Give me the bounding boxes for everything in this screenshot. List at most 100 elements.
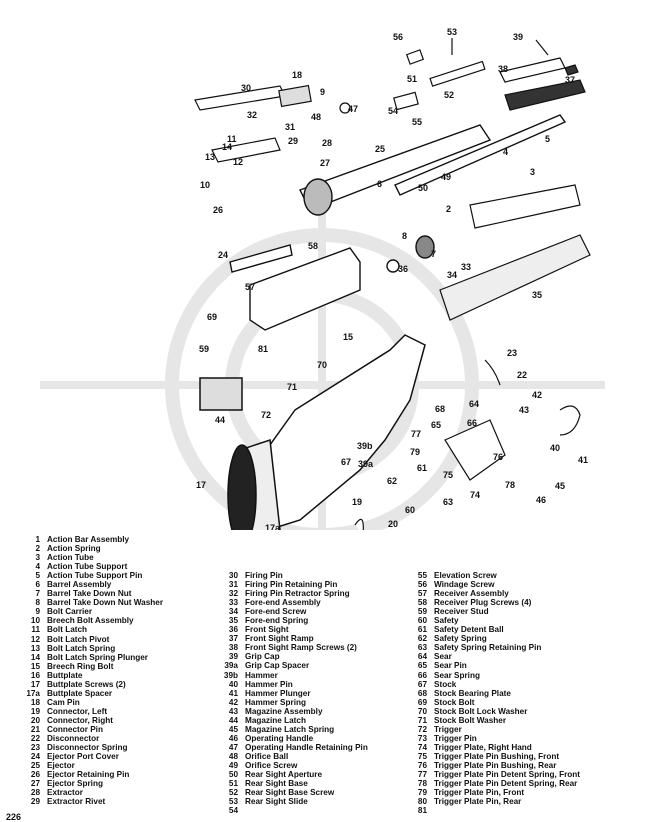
legend-part-label: Receiver Plug Screws (4) [434,598,532,608]
legend-part-label: Stock [434,679,457,689]
legend-part-number: 32 [228,589,238,599]
callout-number: 64 [469,399,479,409]
legend-part-number: 46 [228,733,238,743]
callout-number: 37 [565,75,575,85]
legend-part-label: Magazine Latch Spring [245,724,335,734]
legend-part-number: 1 [35,535,40,544]
callout-number: 67 [341,457,351,467]
legend-part-number: 41 [228,688,238,698]
legend-part-number: 70 [417,706,427,716]
callout-number: 6 [377,179,382,189]
legend-part-number: 48 [228,751,238,761]
legend-row: 41 Hammer Plunger [216,689,368,698]
callout-number: 39 [513,32,523,42]
legend-row: 81 [405,806,580,815]
legend-part-number: 27 [30,779,40,789]
legend-part-number: 10 [30,616,40,626]
legend-part-number: 18 [30,697,40,707]
legend-part-number: 40 [228,679,238,689]
legend-part-number: 66 [417,670,427,680]
legend-part-label: Trigger Plate Pin Bushing, Front [434,751,560,761]
callout-number: 3 [530,167,535,177]
legend-part-number: 45 [228,724,238,734]
callout-number: 75 [443,470,453,480]
callout-number: 47 [348,104,358,114]
legend-part-label: Rear Sight Slide [245,797,308,807]
legend-row: 54 [216,806,368,815]
callout-number: 24 [218,250,228,260]
callout-number: 50 [418,183,428,193]
legend-part-label: Hammer Plunger [245,688,311,698]
legend-part-label: Rear Sight Base [245,779,308,789]
legend-part-number: 35 [228,616,238,626]
legend-row: 9 Bolt Carrier [18,607,163,616]
legend-part-label: Receiver Stud [434,607,489,617]
callout-number: 62 [387,476,397,486]
legend-part-label: Front Sight [245,625,289,635]
legend-part-label: Firing Pin Retaining Pin [245,580,338,590]
legend-part-label: Bolt Carrier [47,607,93,617]
legend-part-number: 17a [26,688,40,698]
callout-number: 57 [245,282,255,292]
callout-number: 13 [205,152,215,162]
legend-row: 16 Buttplate [18,671,163,680]
legend-part-number: 7 [35,589,40,599]
callout-number: 44 [215,415,225,425]
callout-number: 45 [555,481,565,491]
callout-number: 32 [247,110,257,120]
legend-part-number: 71 [417,715,427,725]
legend-part-number: 4 [35,562,40,572]
legend-part-number: 9 [35,607,40,617]
legend-part-label: Windage Screw [434,580,495,590]
legend-part-label: Bolt Latch [47,625,88,635]
legend-part-number: 23 [30,743,40,753]
callout-number: 72 [261,410,271,420]
legend-part-label: Connector, Right [47,715,113,725]
legend-part-label: Connector Pin [47,724,103,734]
legend-part-label: Cam Pin [47,697,80,707]
callout-number: 15 [343,332,353,342]
callout-number: 74 [470,490,480,500]
legend-row: 45 Magazine Latch Spring [216,725,368,734]
legend-part-number: 38 [228,643,238,653]
legend-part-number: 64 [417,652,427,662]
front-sight-ramp [499,57,579,83]
legend-part-number: 16 [30,670,40,680]
legend-part-label: Trigger Plate Pin Detent Spring, Rear [434,779,578,789]
legend-part-label: Buttplate [47,670,83,680]
legend-part-label: Action Spring [47,544,101,554]
legend-part-number: 36 [228,625,238,635]
callout-number: 7 [431,249,436,259]
callout-number: 22 [517,370,527,380]
legend-part-number: 56 [417,580,427,590]
legend-part-label: Buttplate Screws (2) [47,679,126,689]
legend-part-label: Sear Spring [434,670,480,680]
callout-number: 54 [388,106,398,116]
legend-part-number: 60 [417,616,427,626]
legend-part-label: Sear Pin [434,661,467,671]
legend-part-number: 6 [35,580,40,590]
legend-part-label: Stock Bolt Washer [434,715,507,725]
legend-part-number: 15 [30,661,40,671]
legend-part-label: Action Tube Support Pin [47,571,143,581]
callout-number: 70 [317,360,327,370]
legend-part-label: Safety Detent Ball [434,625,504,635]
